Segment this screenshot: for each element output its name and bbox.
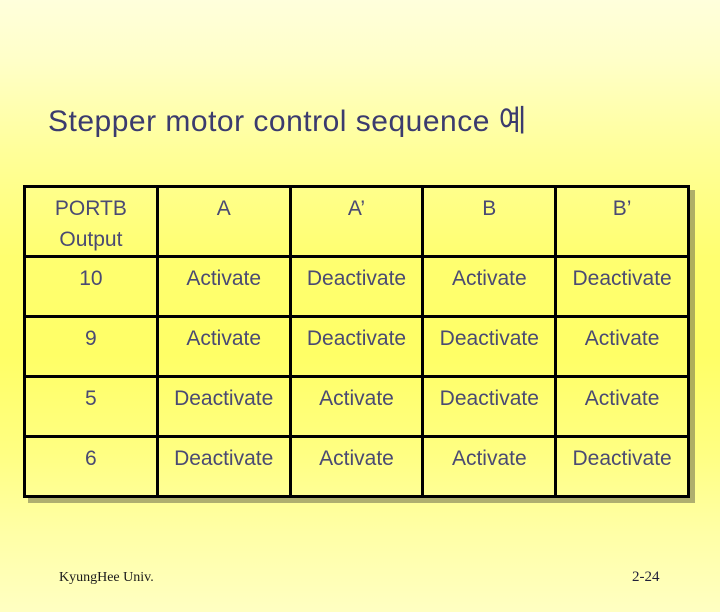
cell-output-value: 5 [23, 375, 159, 438]
cell-coil-a-prime: Activate [288, 435, 425, 498]
cell-coil-b: Activate [421, 255, 558, 318]
table-row-output-6: 6 Deactivate Activate Activate Deactivat… [23, 435, 690, 498]
slide-title: Stepper motor control sequence 예 [48, 105, 527, 138]
header-portb-label: PORTB [54, 197, 127, 220]
cell-coil-a-prime: Deactivate [288, 255, 425, 318]
table-row-output-10: 10 Activate Deactivate Activate Deactiva… [23, 255, 690, 318]
cell-coil-a: Activate [155, 315, 292, 378]
cell-coil-a: Deactivate [155, 375, 292, 438]
page-number: 2-24 [632, 569, 660, 585]
cell-coil-a: Activate [155, 255, 292, 318]
cell-output-value: 6 [23, 435, 159, 498]
cell-coil-b-prime: Activate [554, 315, 690, 378]
table-row-output-5: 5 Deactivate Activate Deactivate Activat… [23, 375, 690, 438]
cell-output-value: 10 [23, 255, 159, 318]
header-cell-a: A [155, 185, 292, 258]
cell-coil-a: Deactivate [155, 435, 292, 498]
footer-university-label: KyungHee Univ. [59, 570, 154, 585]
header-cell-b: B [421, 185, 558, 258]
header-cell-portb-output: PORTB Output [23, 185, 159, 258]
cell-coil-a-prime: Activate [288, 375, 425, 438]
cell-coil-b-prime: Deactivate [554, 255, 690, 318]
cell-coil-b: Deactivate [421, 375, 558, 438]
stepper-sequence-table: PORTB Output A A’ B B’ 10 Activate Deact… [23, 185, 690, 498]
cell-coil-b: Activate [421, 435, 558, 498]
cell-output-value: 9 [23, 315, 159, 378]
cell-coil-b-prime: Deactivate [554, 435, 690, 498]
cell-coil-b: Deactivate [421, 315, 558, 378]
header-output-label: Output [59, 228, 123, 251]
header-cell-a-prime: A’ [288, 185, 425, 258]
cell-coil-b-prime: Activate [554, 375, 690, 438]
cell-coil-a-prime: Deactivate [288, 315, 425, 378]
table-row-output-9: 9 Activate Deactivate Deactivate Activat… [23, 315, 690, 378]
header-cell-b-prime: B’ [554, 185, 690, 258]
table-header-row: PORTB Output A A’ B B’ [23, 185, 690, 258]
